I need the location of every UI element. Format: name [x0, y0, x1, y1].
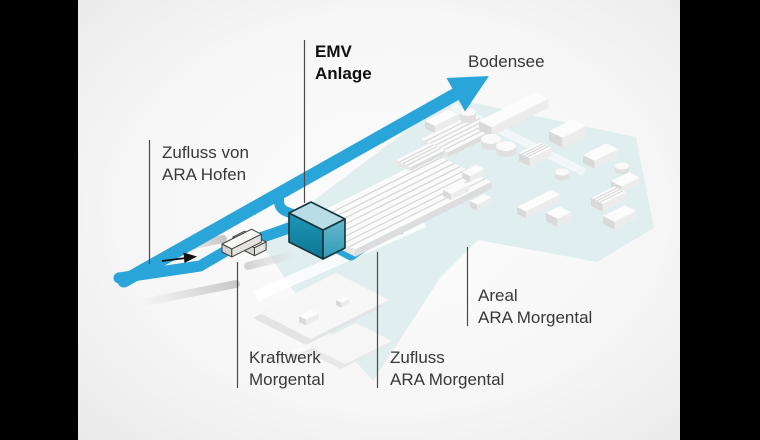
- label-kraftwerk-line1: Kraftwerk: [249, 348, 321, 367]
- storage-tank: [615, 162, 629, 175]
- storage-tank: [460, 108, 476, 123]
- label-kraftwerk-line2: Morgental: [249, 370, 325, 389]
- leader-lines: [148, 40, 469, 388]
- building-block: [583, 143, 618, 169]
- label-emv-line1: EMV: [315, 42, 353, 61]
- bodensee-flow-arrow: [117, 76, 489, 288]
- building-block: [479, 92, 549, 137]
- letterbox-right: [680, 0, 760, 440]
- building-block: [470, 193, 492, 211]
- storage-tank: [496, 141, 516, 157]
- building-block: [591, 186, 626, 212]
- building-block: [425, 109, 459, 133]
- label-areal-line2: ARA Morgental: [478, 308, 592, 327]
- inflow-direction-arrow-icon: [161, 252, 197, 263]
- emv-roof-face: [288, 201, 346, 231]
- labels: EMV Anlage Bodensee Zufluss von ARA Hofe…: [162, 42, 592, 389]
- plant-buildings: [425, 92, 640, 230]
- building-block: [517, 190, 560, 219]
- building-block: [443, 181, 469, 200]
- label-areal-line1: Areal: [478, 286, 518, 305]
- building-block: [519, 142, 552, 167]
- label-zufluss-morgental-line2: ARA Morgental: [390, 370, 504, 389]
- label-zufluss-hofen-line2: ARA Hofen: [162, 165, 246, 184]
- building-block: [603, 205, 637, 230]
- label-emv-line2: Anlage: [315, 64, 372, 83]
- kraftwerk-building: [221, 228, 267, 258]
- bodensee-arrowhead-icon: [446, 76, 489, 112]
- site-slabs: [253, 273, 392, 369]
- building-block: [549, 119, 586, 148]
- letterbox-left: [0, 0, 78, 440]
- building-block: [546, 206, 571, 227]
- label-zufluss-hofen-line1: Zufluss von: [162, 143, 249, 162]
- label-zufluss-morgental-line1: Zufluss: [390, 348, 445, 367]
- emv-anlage-building: [288, 201, 346, 260]
- label-bodensee: Bodensee: [468, 52, 545, 71]
- storage-tank: [555, 168, 569, 181]
- treatment-basins: [300, 114, 498, 257]
- building-block: [462, 164, 485, 182]
